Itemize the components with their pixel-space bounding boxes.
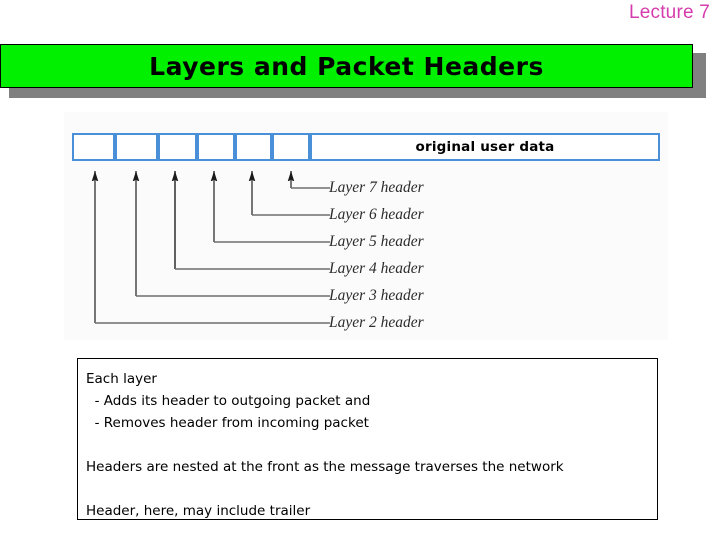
page-title: Layers and Packet Headers <box>149 51 544 81</box>
note-line: Each layer <box>86 371 157 387</box>
leader-lines <box>64 171 330 324</box>
note-spacer <box>86 478 657 500</box>
notes-box: Each layer - Adds its header to outgoing… <box>77 358 658 520</box>
packet-cell-layer2 <box>72 133 115 161</box>
packet-cell-user-data: original user data <box>310 133 660 161</box>
layer-label-5: Layer 5 header <box>329 233 424 250</box>
layer-label-4: Layer 4 header <box>329 260 424 277</box>
note-spacer <box>86 434 657 456</box>
layer-label-3: Layer 3 header <box>329 287 424 304</box>
note-line: Headers are nested at the front as the m… <box>86 459 564 475</box>
packet-cell-layer5 <box>197 133 235 161</box>
layer-label-6: Layer 6 header <box>329 206 424 223</box>
packet-bar: original user data <box>72 133 660 161</box>
packet-header-diagram: original user data Layer 7 header Layer … <box>64 112 668 340</box>
note-line: - Adds its header to outgoing packet and <box>86 393 371 409</box>
lecture-label: Lecture 7 <box>628 2 710 23</box>
title-banner: Layers and Packet Headers <box>0 44 706 98</box>
title-banner-body: Layers and Packet Headers <box>0 44 693 88</box>
packet-cell-layer3 <box>115 133 158 161</box>
note-line: Header, here, may include trailer <box>86 503 311 519</box>
layer-label-2: Layer 2 header <box>329 314 424 331</box>
layer-label-7: Layer 7 header <box>329 179 424 196</box>
packet-data-label: original user data <box>415 139 555 155</box>
note-line: - Removes header from incoming packet <box>86 415 369 431</box>
packet-cell-layer7 <box>272 133 310 161</box>
packet-cell-layer6 <box>235 133 272 161</box>
packet-cell-layer4 <box>158 133 197 161</box>
